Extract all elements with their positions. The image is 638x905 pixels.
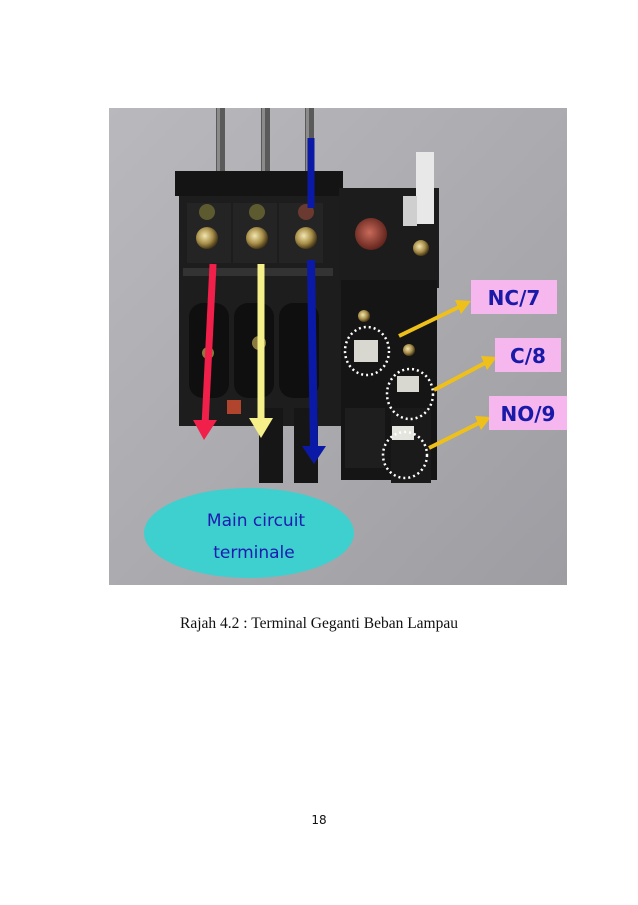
c-label: C/8 <box>495 338 561 372</box>
c-contact-circle <box>385 367 435 421</box>
nc-contact-circle <box>343 325 391 377</box>
aux-contact-block <box>339 152 439 483</box>
ellipse-line-2: terminale <box>213 543 294 563</box>
nc-label-text: NC/7 <box>488 286 541 310</box>
main-circuit-arrows <box>193 138 326 464</box>
main-circuit-ellipse: Main circuit terminale <box>144 488 354 578</box>
callout-arrows <box>398 300 497 450</box>
yellow-arrow <box>249 264 273 438</box>
red-arrow <box>193 263 217 440</box>
relay-photo-figure: NC/7 C/8 NO/9 Main circuit terminale <box>109 108 567 585</box>
blue-arrow <box>302 138 326 464</box>
nc-label: NC/7 <box>471 280 557 314</box>
ellipse-line-1: Main circuit <box>207 511 306 531</box>
caption-text: Terminal Geganti Beban Lampau <box>251 615 458 632</box>
caption-separator: : <box>239 615 252 632</box>
contact-highlight-circles <box>343 325 435 480</box>
no-label-text: NO/9 <box>501 402 556 426</box>
figure-caption: Rajah 4.2 : Terminal Geganti Beban Lampa… <box>0 615 638 633</box>
adjust-dial <box>355 218 387 250</box>
caption-label: Rajah 4.2 <box>180 615 240 632</box>
page-number: 18 <box>311 813 327 827</box>
c-label-text: C/8 <box>510 344 546 368</box>
no-contact-circle <box>381 430 429 480</box>
no-label: NO/9 <box>489 396 567 430</box>
